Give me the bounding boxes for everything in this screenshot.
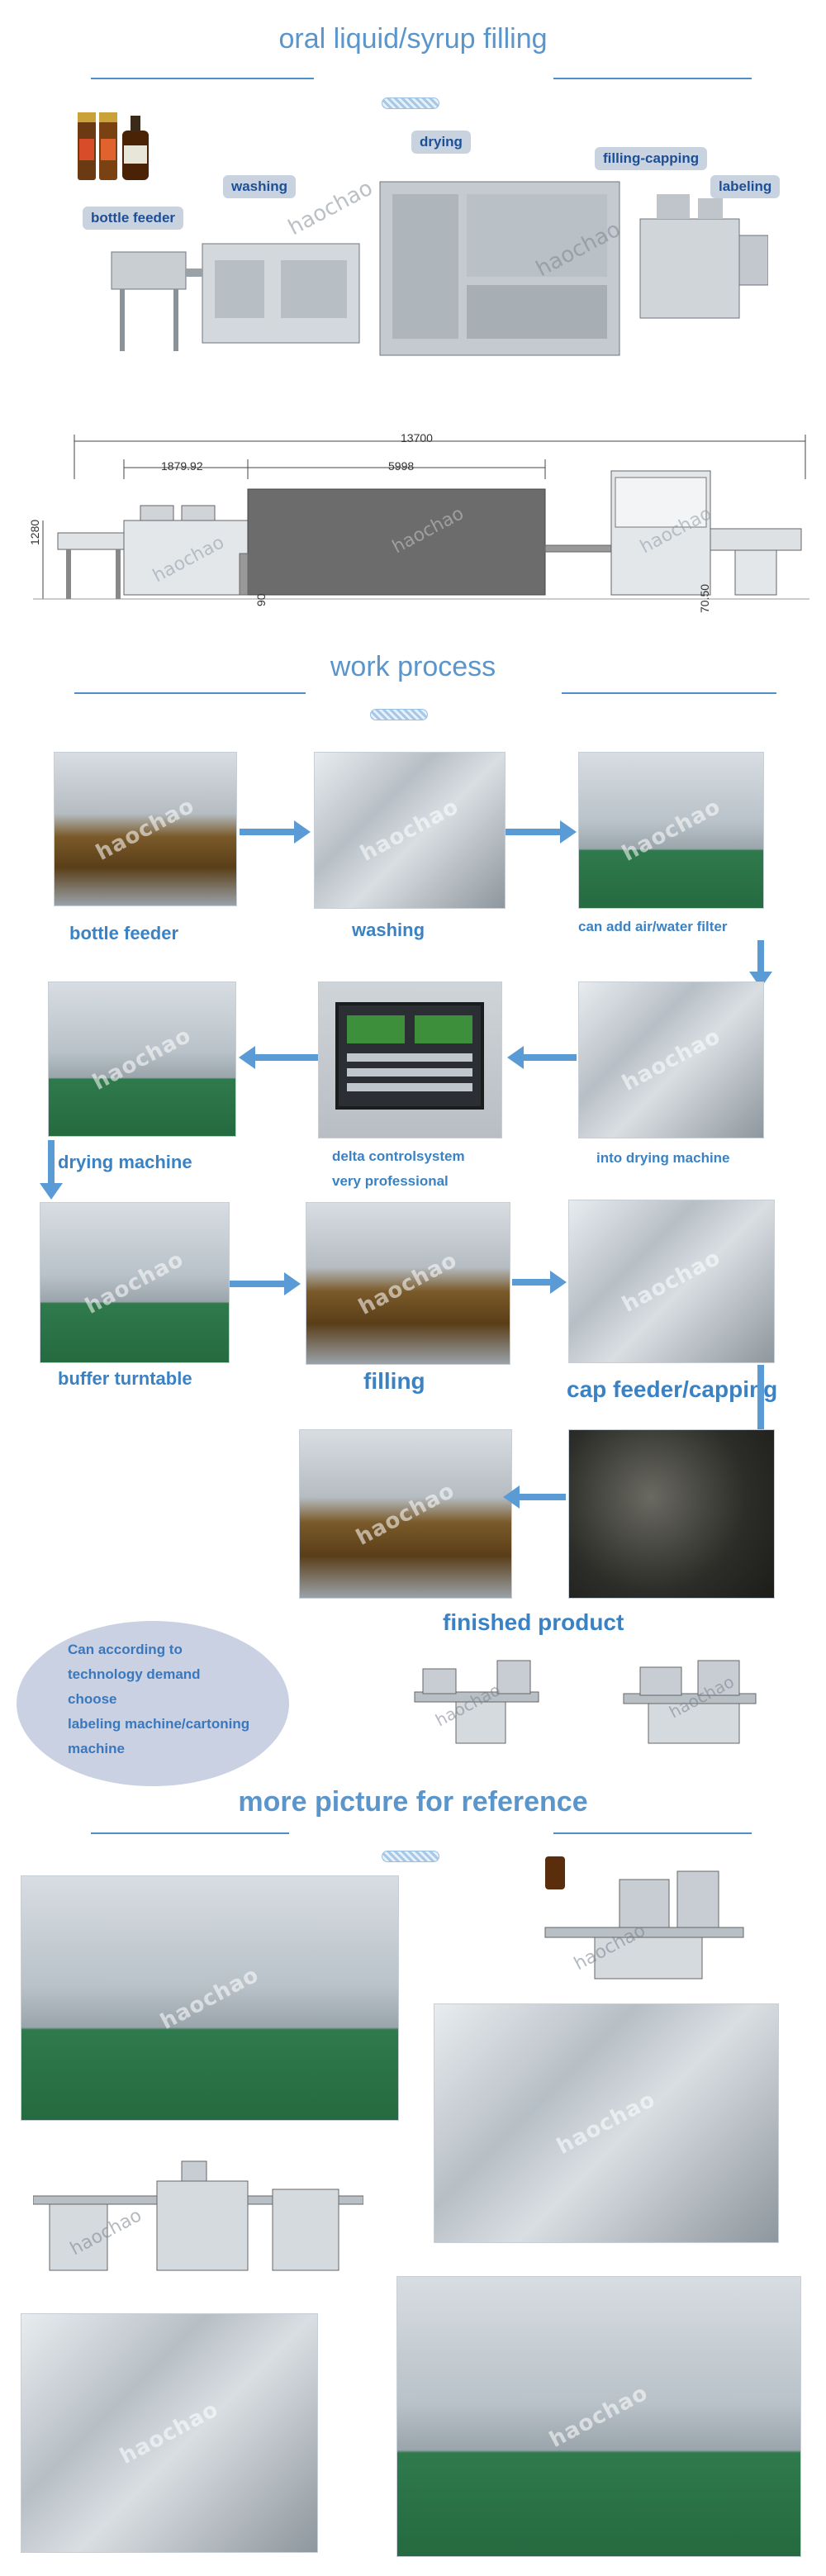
- label-into-drying: into drying machine: [596, 1150, 730, 1166]
- dim-left: 1879.92: [161, 459, 203, 473]
- into-drying-photo: haochao: [578, 981, 764, 1138]
- cartoning-machine-image: haochao: [615, 1652, 764, 1747]
- callout-drying: drying: [411, 131, 471, 154]
- washing-photo: haochao: [314, 752, 506, 909]
- reference-photo-5: haochao: [21, 2313, 318, 2553]
- title-rule-right: [553, 78, 752, 79]
- dim-total: 13700: [401, 431, 433, 444]
- cap-feeder-photo: haochao: [568, 1200, 775, 1363]
- note-line: machine: [68, 1741, 125, 1756]
- label-control-line2: very professional: [332, 1173, 449, 1189]
- callout-filling-capping: filling-capping: [595, 147, 708, 170]
- arrow-feeder-to-washing: [240, 820, 311, 844]
- label-buffer-turntable: buffer turntable: [58, 1368, 192, 1389]
- filter-photo: haochao: [578, 752, 764, 909]
- control-system-photo: [318, 981, 502, 1138]
- svg-text:haochao: haochao: [284, 176, 377, 241]
- drying-machine-photo: haochao: [48, 981, 236, 1137]
- production-line-photo: haochao haochao: [78, 145, 769, 384]
- dim-height: 1280: [28, 519, 41, 545]
- reference-ornament: [382, 1851, 439, 1862]
- label-filling: filling: [363, 1368, 425, 1394]
- note-text: Can according to technology demand choos…: [68, 1637, 249, 1761]
- buffer-turntable-photo: haochao: [40, 1202, 230, 1363]
- callout-labeling: labeling: [710, 175, 781, 198]
- process-rule-left: [74, 692, 306, 694]
- process-ornament: [370, 709, 428, 720]
- arrow-washing-to-filter: [506, 820, 577, 844]
- caps-photo: [568, 1429, 775, 1599]
- reference-title: more picture for reference: [238, 1786, 588, 1818]
- filling-photo: haochao: [306, 1202, 510, 1365]
- arrow-into-drying-to-control: [507, 1046, 577, 1069]
- reference-photo-3: haochao: [434, 2003, 779, 2243]
- label-cap-feeder: cap feeder/capping: [567, 1376, 778, 1402]
- dim-low2: 70.50: [698, 583, 711, 613]
- note-line: choose: [68, 1691, 117, 1707]
- note-line: technology demand: [68, 1666, 201, 1682]
- reference-rule-left: [91, 1832, 289, 1834]
- label-filter: can add air/water filter: [578, 919, 728, 934]
- note-line: Can according to: [68, 1642, 183, 1657]
- label-control-line1: delta controlsystem: [332, 1148, 465, 1164]
- label-bottle-feeder: bottle feeder: [69, 923, 179, 943]
- title-ornament: [382, 97, 439, 109]
- arrow-caps-to-finished: [503, 1485, 566, 1509]
- arrow-filling-to-cap: [512, 1271, 567, 1294]
- bottle-feeder-photo: haochao: [54, 752, 237, 906]
- dim-low1: 90: [254, 593, 268, 606]
- technical-drawing: haochao haochao haochao: [33, 430, 809, 620]
- page-title: oral liquid/syrup filling: [278, 23, 548, 55]
- note-oval: [17, 1621, 289, 1786]
- arrow-filter-down: [749, 940, 772, 988]
- work-process-title: work process: [330, 651, 496, 682]
- process-rule-right: [562, 692, 776, 694]
- reference-rule-right: [553, 1832, 752, 1834]
- label-drying-machine: drying machine: [58, 1152, 192, 1172]
- reference-photo-2: haochao: [529, 1855, 760, 1983]
- callout-bottle-feeder: bottle feeder: [83, 207, 184, 230]
- note-line: labeling machine/cartoning: [68, 1716, 250, 1732]
- arrow-cap-down: [749, 1365, 772, 1446]
- finished-product-photo: haochao: [299, 1429, 512, 1599]
- arrow-drying-down: [40, 1140, 63, 1200]
- title-rule-left: [91, 78, 314, 79]
- syrup-bottles-image: [73, 106, 155, 184]
- label-washing: washing: [352, 920, 425, 940]
- arrow-buffer-to-filling: [230, 1272, 301, 1295]
- reference-photo-4: haochao: [32, 2156, 364, 2280]
- arrow-control-to-drying: [239, 1046, 318, 1069]
- dim-middle: 5998: [388, 459, 415, 473]
- touch-screen-display: [335, 1002, 484, 1110]
- reference-photo-6: haochao: [396, 2276, 801, 2557]
- callout-washing: washing: [223, 175, 297, 198]
- reference-photo-1: haochao: [21, 1875, 399, 2121]
- labeling-machine-image: haochao: [406, 1652, 547, 1747]
- label-finished-product: finished product: [443, 1609, 624, 1635]
